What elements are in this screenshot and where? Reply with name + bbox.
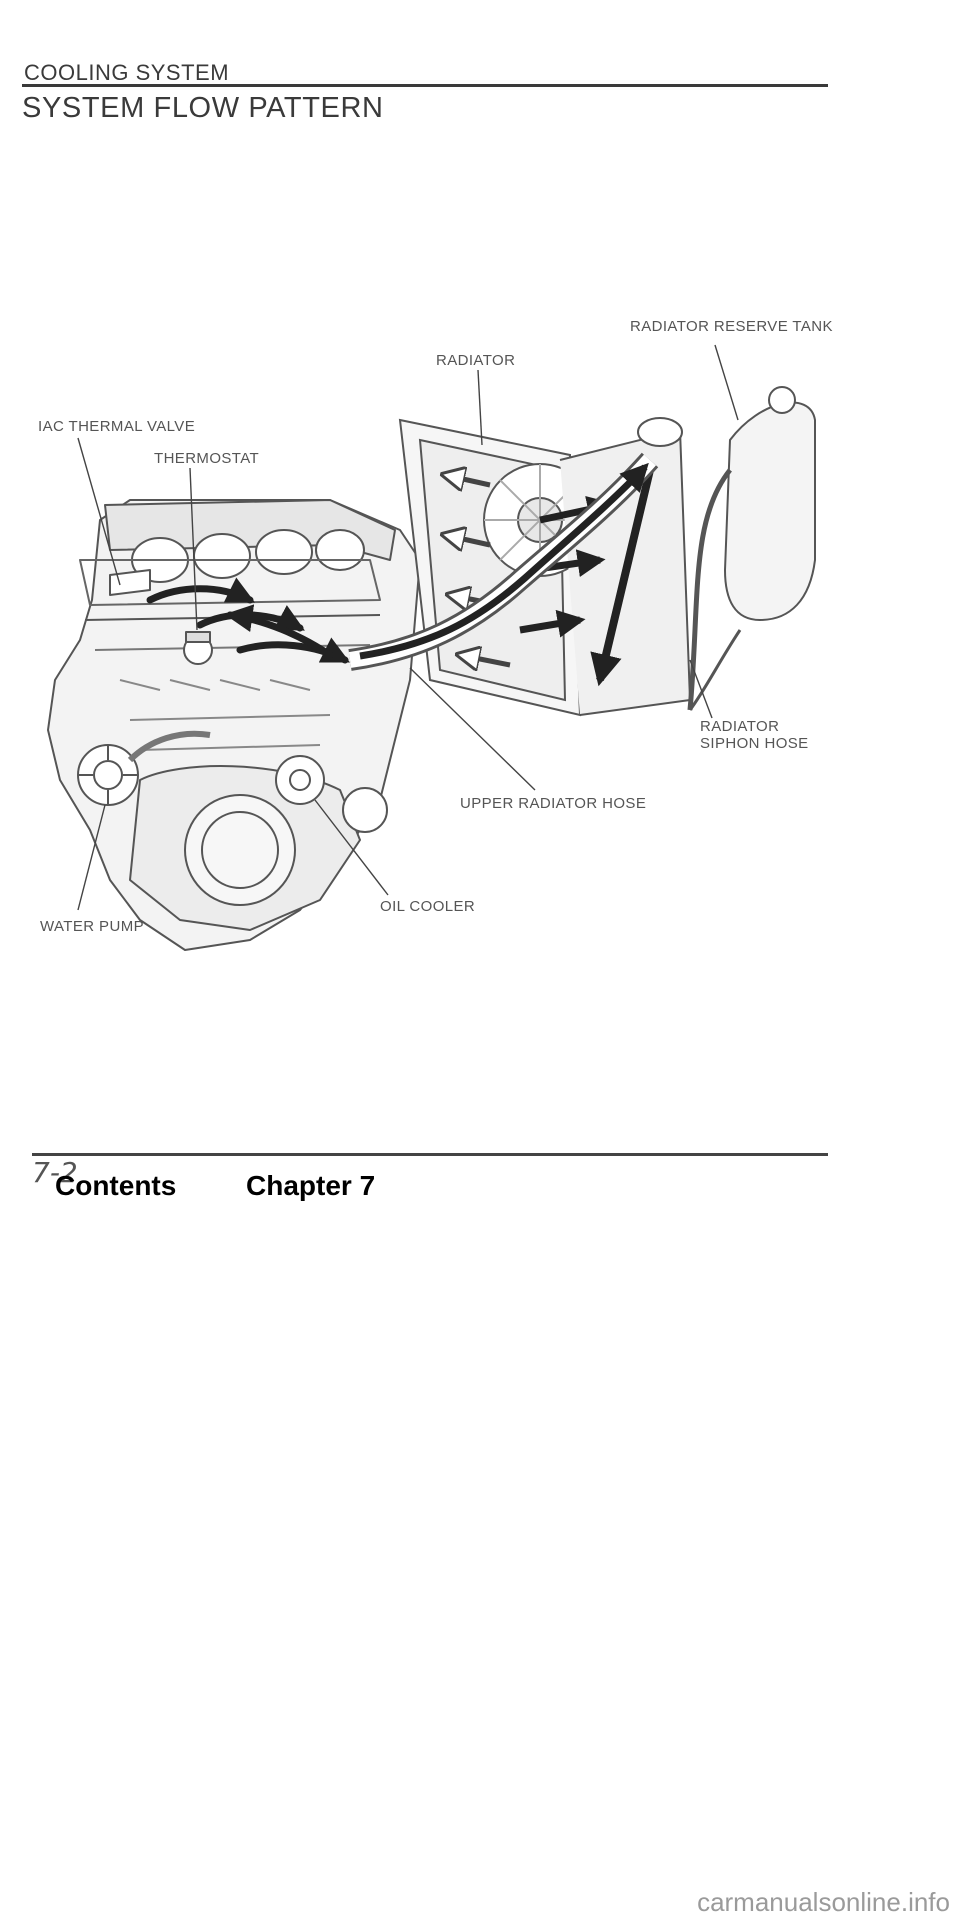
contents-link[interactable]: Contents — [55, 1170, 177, 1201]
upper-radiator-hose-illustration — [348, 452, 659, 671]
callout-upper-radiator-hose: UPPER RADIATOR HOSE — [460, 795, 647, 812]
callout-thermostat: THERMOSTAT — [154, 450, 260, 467]
site-watermark: carmanualsonline.info — [697, 1887, 950, 1917]
callout-radiator-siphon-hose: RADIATOR SIPHON HOSE — [700, 718, 809, 752]
section-heading: COOLING SYSTEM — [24, 60, 230, 85]
callout-leader-lines — [77, 344, 739, 911]
page-number: 7-2 — [32, 1156, 78, 1189]
engine-illustration — [47, 499, 421, 951]
header-rule — [22, 84, 828, 87]
callout-radiator-siphon-hose-line1: RADIATOR — [700, 718, 780, 735]
footer-rule — [32, 1153, 828, 1156]
callout-radiator-siphon-hose-line2: SIPHON HOSE — [700, 735, 809, 752]
page-title: SYSTEM FLOW PATTERN — [22, 92, 384, 124]
callout-oil-cooler: OIL COOLER — [380, 898, 476, 915]
reserve-tank-illustration — [687, 386, 816, 711]
callout-radiator-reserve-tank: RADIATOR RESERVE TANK — [630, 318, 833, 335]
callout-water-pump: WATER PUMP — [40, 918, 144, 935]
cooling-system-diagram — [47, 344, 816, 951]
chapter-7-link[interactable]: Chapter 7 — [246, 1170, 376, 1201]
callout-iac-thermal-valve: IAC THERMAL VALVE — [38, 418, 196, 435]
coolant-flow-arrows-head — [146, 577, 351, 664]
callout-radiator: RADIATOR — [436, 352, 516, 369]
